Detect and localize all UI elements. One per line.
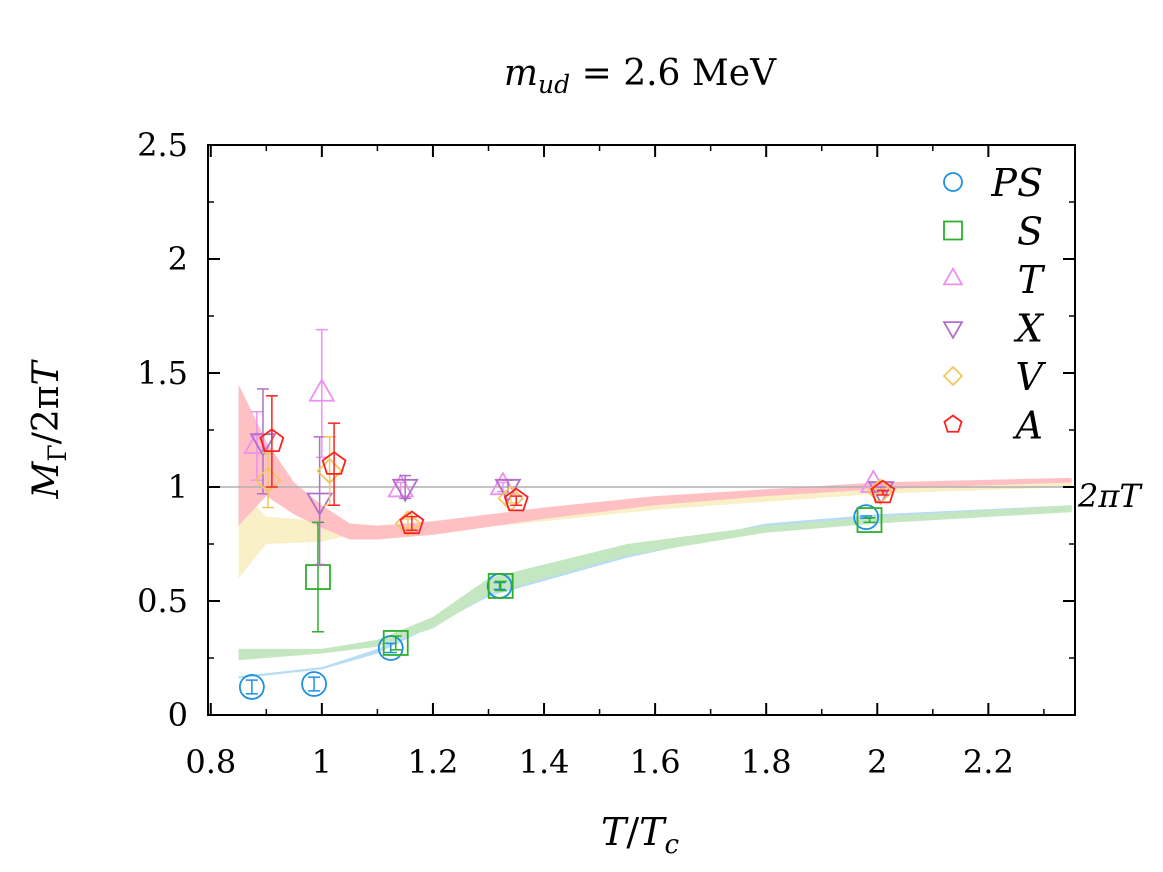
bands	[238, 384, 1072, 679]
legend-marker	[942, 321, 964, 340]
axis-ticks: 0.8 1 1.2 1.4 1.6 1.8 2 2.2 0 0.5 1 1.5 2 2.5	[137, 126, 1075, 781]
reference-line-label: 2πT	[1077, 477, 1143, 515]
legend-marker	[942, 266, 964, 286]
y-tick-label: 1.5	[137, 354, 188, 392]
x-tick-label: 1.6	[630, 743, 681, 781]
x-tick-label: 1.2	[407, 743, 458, 781]
legend-item-v: V	[942, 355, 1047, 399]
legend-item-a: A	[943, 404, 1043, 448]
data-point-x	[249, 433, 277, 458]
legend-label: PS	[990, 161, 1043, 205]
legend-label: A	[1013, 404, 1043, 448]
legend-label: V	[1016, 355, 1047, 399]
plot-frame	[207, 144, 1076, 716]
data-point-x	[391, 478, 419, 503]
x-tick-label: 1.4	[519, 743, 570, 781]
data-point-s	[856, 507, 883, 533]
x-tick-label: 2	[867, 743, 887, 781]
data-point-ps	[238, 674, 265, 700]
y-tick-label: 0	[168, 696, 188, 734]
chart-title: mud = 2.6 MeV	[504, 53, 777, 99]
legend-label: X	[1013, 307, 1045, 351]
x-tick-label: 1	[312, 743, 332, 781]
legend-item-x: X	[942, 307, 1045, 351]
legend-label: T	[1018, 258, 1046, 302]
legend-item-t: T	[942, 258, 1046, 302]
legend-item-s: S	[943, 210, 1043, 254]
data-points	[238, 328, 896, 700]
data-point-a	[321, 451, 347, 475]
data-point-x	[306, 492, 334, 517]
data-point-a	[870, 479, 896, 504]
series-a	[259, 395, 896, 535]
series-s	[305, 507, 883, 656]
legend-item-ps: PS	[943, 161, 1043, 205]
data-point-ps	[301, 671, 327, 697]
legend-marker	[943, 414, 963, 433]
data-point-v	[254, 466, 282, 494]
legend-marker	[943, 172, 963, 192]
x-tick-label: 0.8	[185, 743, 236, 781]
x-tick-label: 1.8	[741, 743, 792, 781]
data-point-a	[259, 428, 285, 453]
data-point-t	[308, 377, 336, 402]
data-point-a	[399, 510, 425, 535]
y-axis-label: MΓ/2πT	[26, 359, 72, 500]
y-tick-label: 2.5	[137, 126, 188, 164]
series-v	[254, 436, 894, 537]
x-axis-label: T/Tc	[601, 810, 680, 860]
band-a-band	[238, 384, 1072, 540]
data-point-s	[382, 630, 409, 656]
data-point-s	[487, 573, 514, 599]
y-tick-label: 2	[168, 240, 188, 278]
x-tick-label: 2.2	[963, 743, 1014, 781]
legend-marker	[942, 365, 964, 387]
y-tick-label: 0.5	[137, 582, 188, 620]
legend-marker	[943, 220, 963, 241]
data-point-a	[503, 487, 529, 512]
data-point-ps	[853, 504, 880, 530]
legend-label: S	[1017, 210, 1043, 254]
y-tick-label: 1	[168, 468, 188, 506]
data-point-t	[387, 473, 415, 498]
series-ps	[238, 504, 880, 700]
data-point-v	[316, 457, 343, 485]
